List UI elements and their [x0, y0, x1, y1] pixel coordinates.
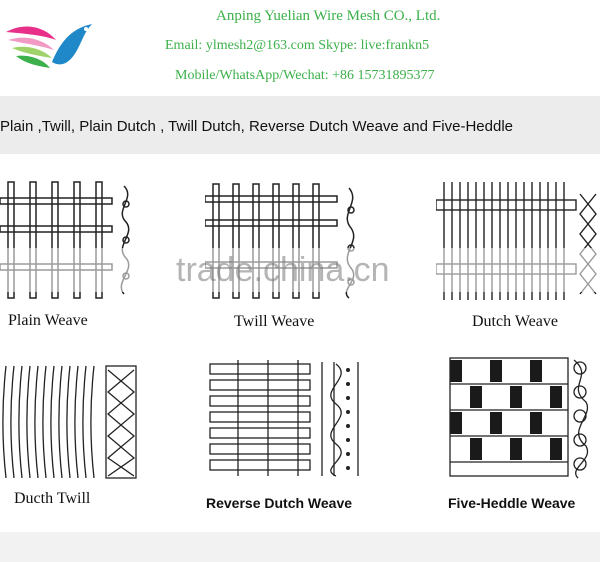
weave-label: Reverse Dutch Weave — [206, 495, 353, 511]
dutch-twill-diagram — [2, 365, 137, 479]
phone-line: Mobile/WhatsApp/Wechat: +86 15731895377 — [175, 68, 435, 83]
weave-label: Twill Weave — [234, 313, 315, 330]
contact-line: Email: ylmesh2@163.com Skype: live:frank… — [165, 38, 430, 53]
weave-label: Five-Heddle Weave — [448, 495, 576, 511]
title-banner — [0, 96, 600, 154]
weave-label: Plain Weave — [8, 312, 88, 329]
watermark: trade.china.cn — [176, 251, 390, 289]
company-name: Anping Yuelian Wire Mesh CO., Ltd. — [216, 8, 441, 24]
watermark-band — [0, 248, 600, 292]
header: Anping Yuelian Wire Mesh CO., Ltd. Email… — [0, 0, 600, 94]
footer-strip — [0, 532, 600, 562]
reverse-dutch-weave-diagram — [209, 360, 359, 477]
five-heddle-weave-diagram — [449, 357, 589, 479]
banner-text: Plain ,Twill, Plain Dutch , Twill Dutch,… — [0, 118, 513, 135]
bird-logo-icon — [6, 24, 92, 68]
weave-label: Ducth Twill — [14, 490, 91, 507]
weave-label: Dutch Weave — [472, 313, 558, 330]
